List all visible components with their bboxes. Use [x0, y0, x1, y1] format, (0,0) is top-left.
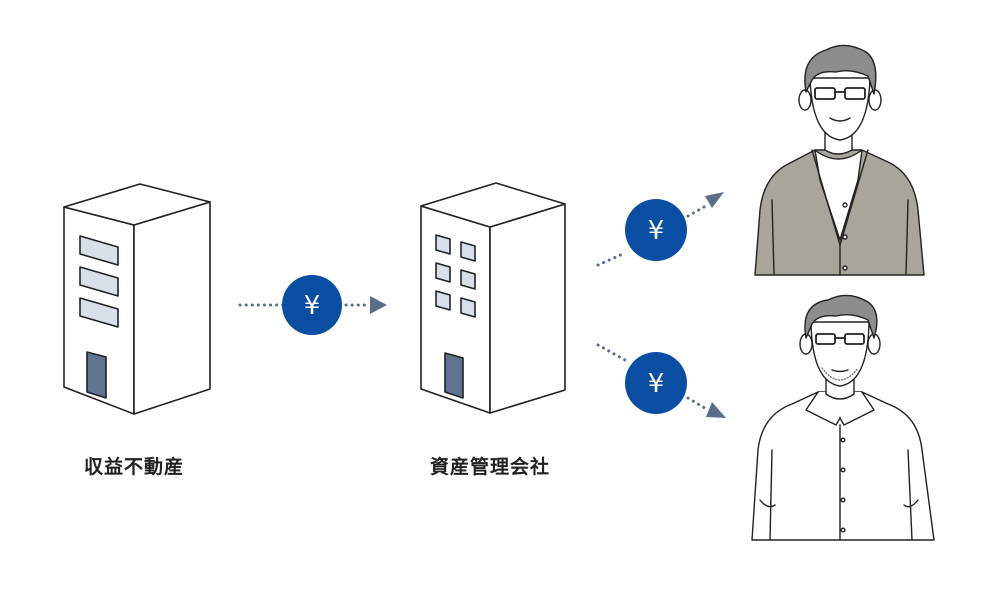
- yen-symbol: ¥: [648, 216, 665, 246]
- flow-arrow-1: [238, 296, 387, 314]
- yen-symbol: ¥: [648, 369, 665, 399]
- building-icon-middle: [420, 182, 566, 414]
- label-asset-management-company: 資産管理会社: [430, 456, 551, 478]
- label-income-property: 収益不動産: [84, 456, 185, 478]
- yen-symbol: ¥: [304, 291, 321, 321]
- yen-coin-icon-2: ¥: [625, 199, 687, 261]
- building-icon-left: [63, 183, 211, 415]
- person-icon-middleaged-shirt: [751, 294, 935, 541]
- yen-coin-icon-1: ¥: [282, 275, 342, 335]
- flow-arrow-2: [596, 192, 724, 267]
- yen-coin-icon-3: ¥: [625, 352, 687, 414]
- flow-arrow-3: [596, 343, 726, 418]
- person-icon-elderly-cardigan: [754, 44, 925, 276]
